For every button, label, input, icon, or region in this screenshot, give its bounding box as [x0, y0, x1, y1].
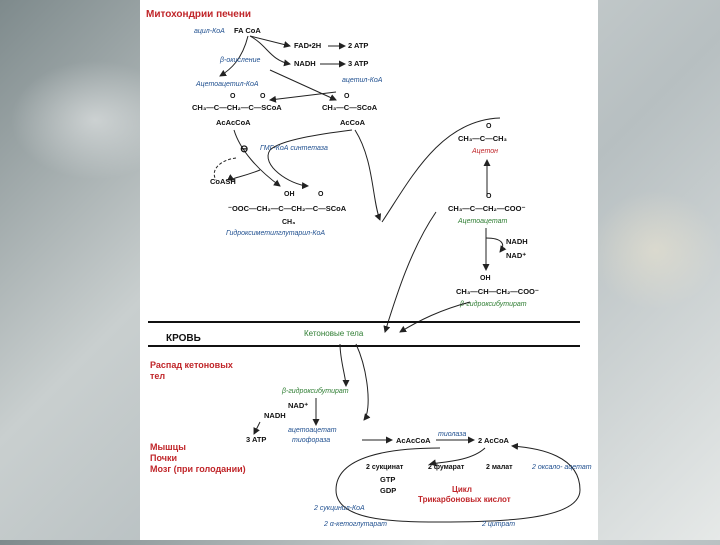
carbonyl-o: O: [486, 123, 492, 130]
label-fa-coa: FA CoA: [234, 26, 261, 35]
periph-2accoa: 2 AcCoA: [478, 436, 510, 445]
arrow-blood-to-bhb: [339, 343, 350, 387]
tissue-muscle: Мышцы: [150, 442, 186, 452]
formula-bhb: CH₃—CH—CH₂—COO⁻: [456, 287, 539, 296]
arrow-fa-to-acyl: [219, 35, 249, 77]
arrow-nadh-cofactor: [485, 237, 507, 253]
carbonyl-o: O: [318, 191, 324, 198]
label-fadh2: FAD•2H: [294, 41, 321, 50]
label-nadh-2: NADH: [506, 237, 528, 246]
label-acetoacetyl-coa: Ацетоацетил-КоА: [195, 81, 259, 88]
arrow-acetyl-to-acac: [269, 91, 337, 103]
carbonyl-o: O: [230, 93, 236, 100]
arrow-fa-to-nadh: [249, 35, 291, 67]
bhb-oh: OH: [480, 275, 491, 282]
label-beta-oxidation: β-окисление: [219, 57, 261, 64]
tca-label-2: Трикарбоновых кислот: [418, 495, 511, 504]
arrow-acac-to-hmg: [233, 129, 281, 187]
inhibition-minus-icon: ⊖: [240, 144, 248, 155]
label-acetyl-coa: ацетил-КоА: [342, 77, 383, 84]
formula-acacoa: CH₃—C—CH₂—C—SCoA: [192, 103, 282, 112]
label-ketone-bodies: Кетоновые тела: [304, 329, 364, 338]
formula-hmg: ⁻OOC—CH₂—C—CH₂—C—SCoA: [228, 204, 347, 213]
periph-fumarate: 2 фумарат: [428, 464, 465, 471]
periph-nadh: NADH: [264, 411, 286, 420]
label-coash: CoASH: [210, 177, 236, 186]
tissue-kidney: Почки: [150, 453, 177, 463]
tissue-brain: Мозг (при голодании): [150, 464, 246, 474]
label-acetoacetate: Ацетоацетат: [457, 218, 507, 225]
carbonyl-o: O: [260, 93, 266, 100]
heading-breakdown-2: тел: [150, 371, 165, 381]
periph-nad: NAD⁺: [288, 401, 308, 410]
carbonyl-o: O: [344, 93, 350, 100]
periph-succinyl-coa: 2 сукцинил-КоА: [313, 505, 365, 512]
connector-hmg-to-acetoacetate: [381, 117, 501, 223]
label-3atp: 3 ATP: [348, 59, 368, 68]
periph-malate: 2 малат: [486, 464, 513, 471]
background-swirl: [590, 190, 720, 310]
periph-oxaloacetate: 2 оксало- ацетат: [531, 464, 592, 471]
arrow-accoa-into-cycle: [429, 447, 486, 467]
inhibition-dashed-arc: [213, 157, 237, 181]
periph-bhb: β-гидроксибутират: [281, 387, 349, 395]
ketone-body-diagram: Митохондрии печени ацил-КоА FA CoA FAD•2…: [146, 9, 592, 528]
arrow-nadh-to-atp: [253, 421, 261, 435]
hmg-ch3: CH₃: [282, 219, 295, 226]
formula-acetone: CH₃—C—CH₃: [458, 134, 508, 143]
arrow-accoa-to-hmg: [267, 129, 353, 190]
heading-liver-mito: Митохондрии печени: [146, 9, 251, 20]
formula-acetoacetate: CH₃—C—CH₂—COO⁻: [448, 204, 525, 213]
label-nad: NAD⁺: [506, 251, 526, 260]
periph-thiolase: тиолаза: [438, 431, 466, 438]
periph-acacoa: AcAcCoA: [396, 436, 431, 445]
periph-thiophorase: тиофораза: [292, 437, 330, 444]
label-accoa: AcCoA: [340, 118, 366, 127]
tca-label-1: Цикл: [452, 485, 472, 494]
heading-breakdown-1: Распад кетоновых: [150, 360, 233, 370]
label-acetone: Ацетон: [471, 148, 498, 155]
periph-gdp: GDP: [380, 486, 396, 495]
arrow-to-acetyl: [269, 69, 337, 101]
arrow-acetoacetate-to-blood: [383, 211, 437, 333]
carbonyl-o: O: [486, 193, 492, 200]
heading-blood: КРОВЬ: [166, 333, 201, 344]
label-bhb: β-гидроксибутират: [459, 300, 527, 308]
periph-3atp: 3 ATP: [246, 435, 266, 444]
label-hmg-synthase: ГМГ-КоА синтетаза: [260, 145, 328, 152]
formula-acetyl: CH₃—C—SCoA: [322, 103, 378, 112]
label-hmg-coa: Гидроксиметилглутарил-КоА: [226, 229, 325, 237]
arrow-blood-to-acetoacetate: [355, 343, 371, 421]
periph-alpha-kg: 2 α-кетоглутарат: [323, 521, 387, 528]
label-2atp: 2 ATP: [348, 41, 368, 50]
periph-acetoacetate: ацетоацетат: [288, 427, 337, 434]
periph-succinate: 2 сукцинат: [366, 464, 404, 471]
tca-cycle-loop: [335, 442, 581, 523]
periph-gtp: GTP: [380, 475, 395, 484]
arrow-bhb-to-blood: [399, 301, 471, 333]
diagram-sheet: Митохондрии печени ацил-КоА FA CoA FAD•2…: [140, 0, 598, 540]
arrow-to-coash: [227, 169, 261, 181]
label-acyl-coa: ацил-КоА: [194, 28, 225, 35]
periph-citrate: 2 цитрат: [481, 521, 515, 528]
arrow-hmg-to-accoa: [354, 129, 382, 221]
label-nadh: NADH: [294, 59, 316, 68]
arrow-fa-to-fadh: [249, 35, 291, 48]
label-acacoa: AcAcCoA: [216, 118, 251, 127]
hmg-oh: OH: [284, 191, 295, 198]
